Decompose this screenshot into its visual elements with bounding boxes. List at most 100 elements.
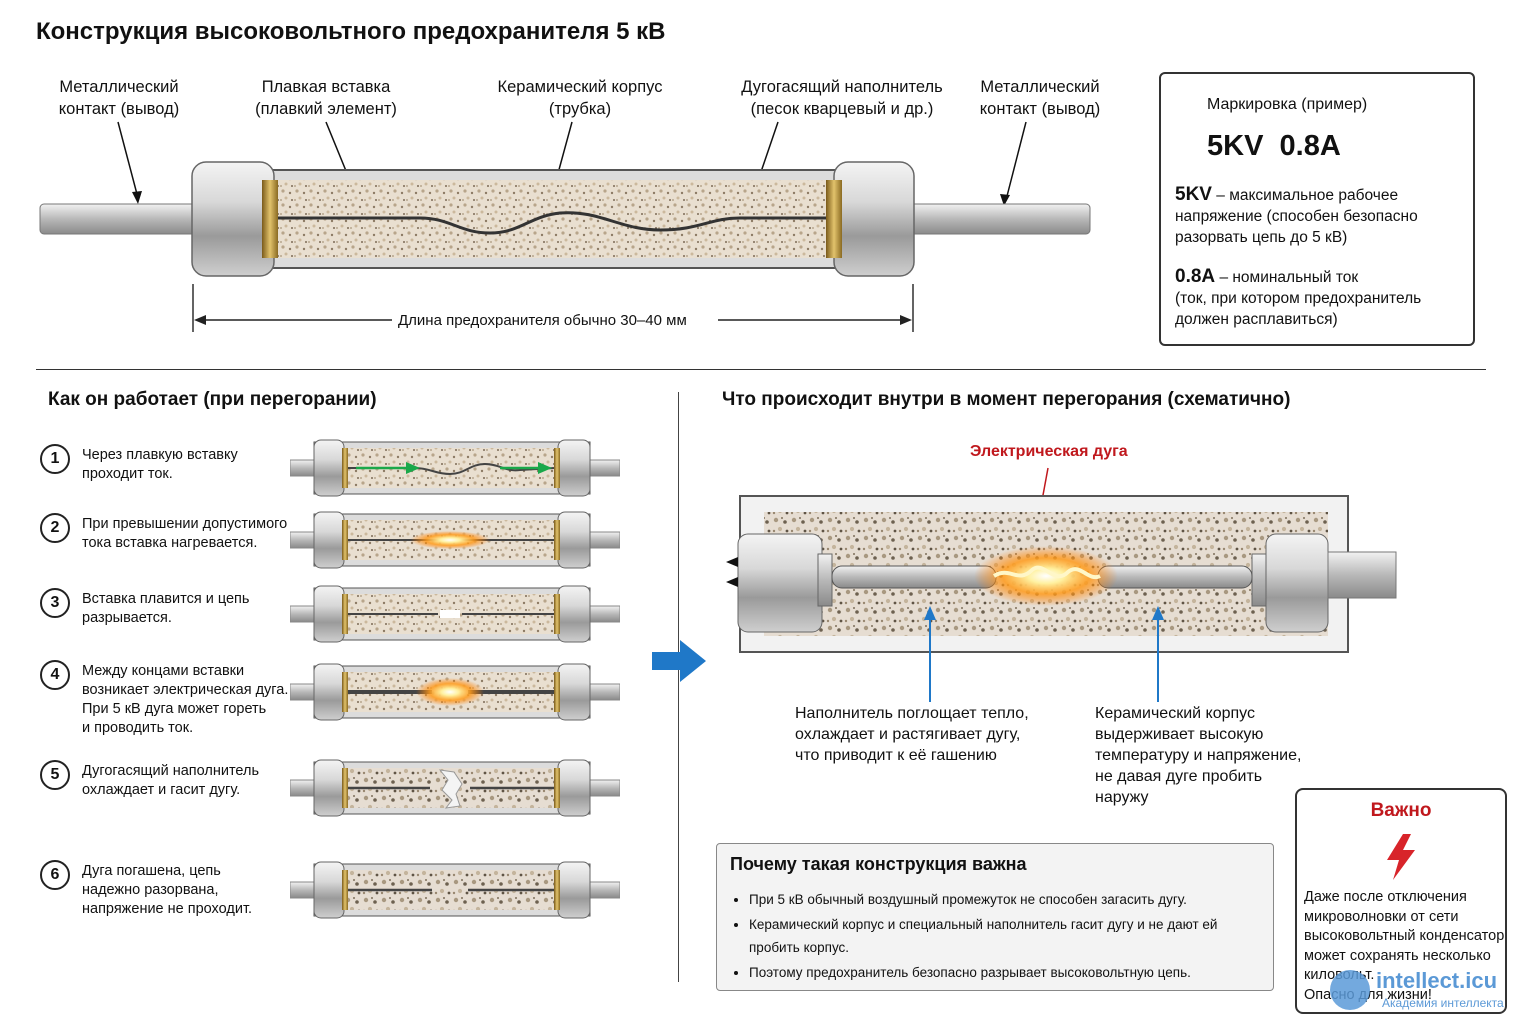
page-title: Конструкция высоковольтного предохраните… — [36, 18, 666, 45]
voltage-desc-part: напряжение (способен безопасно — [1175, 208, 1418, 225]
note-line: выдерживает высокую — [1095, 726, 1264, 743]
contact-rod-right — [904, 203, 1091, 235]
closeup-collar-left — [817, 553, 833, 607]
watermark: intellect.icu Академия интеллекта — [1330, 966, 1530, 1016]
step-number: 1 — [40, 444, 70, 474]
step-text-line: Между концами вставки — [82, 663, 245, 679]
note-line: Керамический корпус — [1095, 705, 1255, 722]
note-line: охлаждает и растягивает дугу, — [795, 726, 1021, 743]
closeup-collar-right — [1251, 553, 1267, 607]
blue-right-arrow-icon — [652, 640, 706, 682]
step-text-line: и проводить ток. — [82, 720, 194, 736]
step-text: Через плавкую вставку проходит ток. — [82, 446, 238, 484]
step-text: Между концами вставки возникает электриче… — [82, 662, 288, 738]
label-line: Металлический — [980, 78, 1100, 96]
label-ceramic-body: Керамический корпус (трубка) — [472, 76, 688, 120]
step-text-line: Через плавкую вставку — [82, 447, 238, 463]
brass-ring-left — [262, 180, 278, 258]
horizontal-divider — [36, 369, 1486, 370]
inside-heading: Что происходит внутри в момент перегоран… — [722, 389, 1291, 410]
closeup-cap-right — [1265, 533, 1329, 633]
note-line: наружу — [1095, 789, 1149, 806]
current-desc-part: (ток, при котором предохранитель — [1175, 290, 1422, 307]
why-item: При 5 кВ обычный воздушный промежуток не… — [749, 888, 1269, 911]
fuse-wire — [278, 211, 826, 235]
step-text-line: проходит ток. — [82, 466, 173, 482]
step-text-line: напряжение не проходит. — [82, 901, 253, 917]
step-text-line: Вставка плавится и цепь — [82, 591, 250, 607]
marking-box: Маркировка (пример) 5KV 0.8A 5KV – макси… — [1159, 72, 1475, 346]
closeup-rod-right — [1327, 551, 1397, 599]
dimension-line — [192, 284, 914, 332]
current-desc-part: – номинальный ток — [1215, 269, 1359, 286]
step-fuse-illustration — [290, 439, 620, 497]
ceramic-note: Керамический корпус выдерживает высокую … — [1095, 703, 1301, 808]
step-text-line: Дуга погашена, цепь — [82, 863, 221, 879]
filler-note: Наполнитель поглощает тепло, охлаждает и… — [795, 703, 1029, 766]
current-desc-part: должен расплавиться) — [1175, 311, 1338, 328]
voltage-desc-part: разорвать цепь до 5 кВ) — [1175, 229, 1348, 246]
voltage-description: 5KV – максимальное рабочее напряжение (с… — [1175, 184, 1467, 248]
important-box: Важно Даже после отключения микроволновк… — [1295, 788, 1507, 1014]
closeup-cap-left — [737, 533, 823, 633]
why-list: При 5 кВ обычный воздушный промежуток не… — [731, 888, 1269, 986]
important-line: может сохранять несколько — [1304, 947, 1491, 964]
current-key: 0.8A — [1175, 266, 1216, 287]
watermark-logo-icon — [1330, 970, 1370, 1010]
label-line: (песок кварцевый и др.) — [750, 100, 934, 118]
contact-rod-left — [39, 203, 201, 235]
label-line: (трубка) — [548, 100, 612, 118]
label-fuse-element: Плавкая вставка (плавкий элемент) — [236, 76, 416, 120]
step-number: 5 — [40, 760, 70, 790]
important-line: микроволновки от сети — [1304, 908, 1459, 925]
label-line: контакт (вывод) — [979, 100, 1101, 118]
label-contact-right: Металлический контакт (вывод) — [962, 76, 1118, 120]
label-contact-left: Металлический контакт (вывод) — [34, 76, 204, 120]
brass-ring-right — [826, 180, 842, 258]
why-item: Керамический корпус и специальный наполн… — [749, 913, 1269, 959]
arc-label: Электрическая дуга — [970, 443, 1128, 460]
step-text-line: надежно разорвана, — [82, 882, 219, 898]
marking-code: 5KV 0.8A — [1207, 130, 1341, 162]
step-text-line: При превышении допустимого — [82, 516, 288, 532]
step-fuse-illustration — [290, 663, 620, 721]
label-line: Плавкая вставка — [261, 78, 391, 96]
step-fuse-illustration — [290, 759, 620, 817]
current-description: 0.8A – номинальный ток (ток, при котором… — [1175, 266, 1467, 330]
why-heading: Почему такая конструкция важна — [730, 854, 1027, 874]
main-fuse-diagram — [39, 121, 1091, 332]
end-cap-right — [833, 161, 915, 277]
step-number: 3 — [40, 588, 70, 618]
electrode-left — [831, 565, 997, 589]
voltage-desc-part: – максимальное рабочее — [1211, 187, 1399, 204]
step-fuse-illustration — [290, 585, 620, 643]
step-text: Дуга погашена, цепь надежно разорвана, нап… — [82, 862, 252, 919]
voltage-key: 5KV — [1175, 184, 1212, 205]
label-filler: Дугогасящий наполнитель (песок кварцевый… — [726, 76, 958, 120]
step-number: 6 — [40, 860, 70, 890]
step-fuse-illustration — [290, 511, 620, 569]
how-heading: Как он работает (при перегорании) — [48, 389, 377, 410]
step-text-line: охлаждает и гасит дугу. — [82, 782, 241, 798]
arc-glow — [974, 546, 1118, 606]
electrode-right — [1097, 565, 1253, 589]
marking-heading: Маркировка (пример) — [1207, 96, 1368, 113]
step-fuse-illustration — [290, 861, 620, 919]
arc-bolt — [992, 565, 1101, 580]
note-line: не давая дуге пробить — [1095, 768, 1263, 785]
step-text-line: возникает электрическая дуга. — [82, 682, 289, 698]
current-arrows — [726, 557, 738, 587]
lightning-bolt-icon — [1387, 834, 1415, 880]
step-number: 2 — [40, 513, 70, 543]
label-line: Металлический — [59, 78, 179, 96]
important-line: высоковольтный конденсатор — [1304, 928, 1505, 944]
why-box: Почему такая конструкция важна При 5 кВ … — [716, 843, 1274, 991]
watermark-sub: Академия интеллекта — [1382, 996, 1504, 1010]
end-cap-left — [191, 161, 275, 277]
important-heading: Важно — [1370, 800, 1432, 821]
step-text-line: При 5 кВ дуга может гореть — [82, 701, 267, 717]
note-line: Наполнитель поглощает тепло, — [795, 705, 1029, 722]
